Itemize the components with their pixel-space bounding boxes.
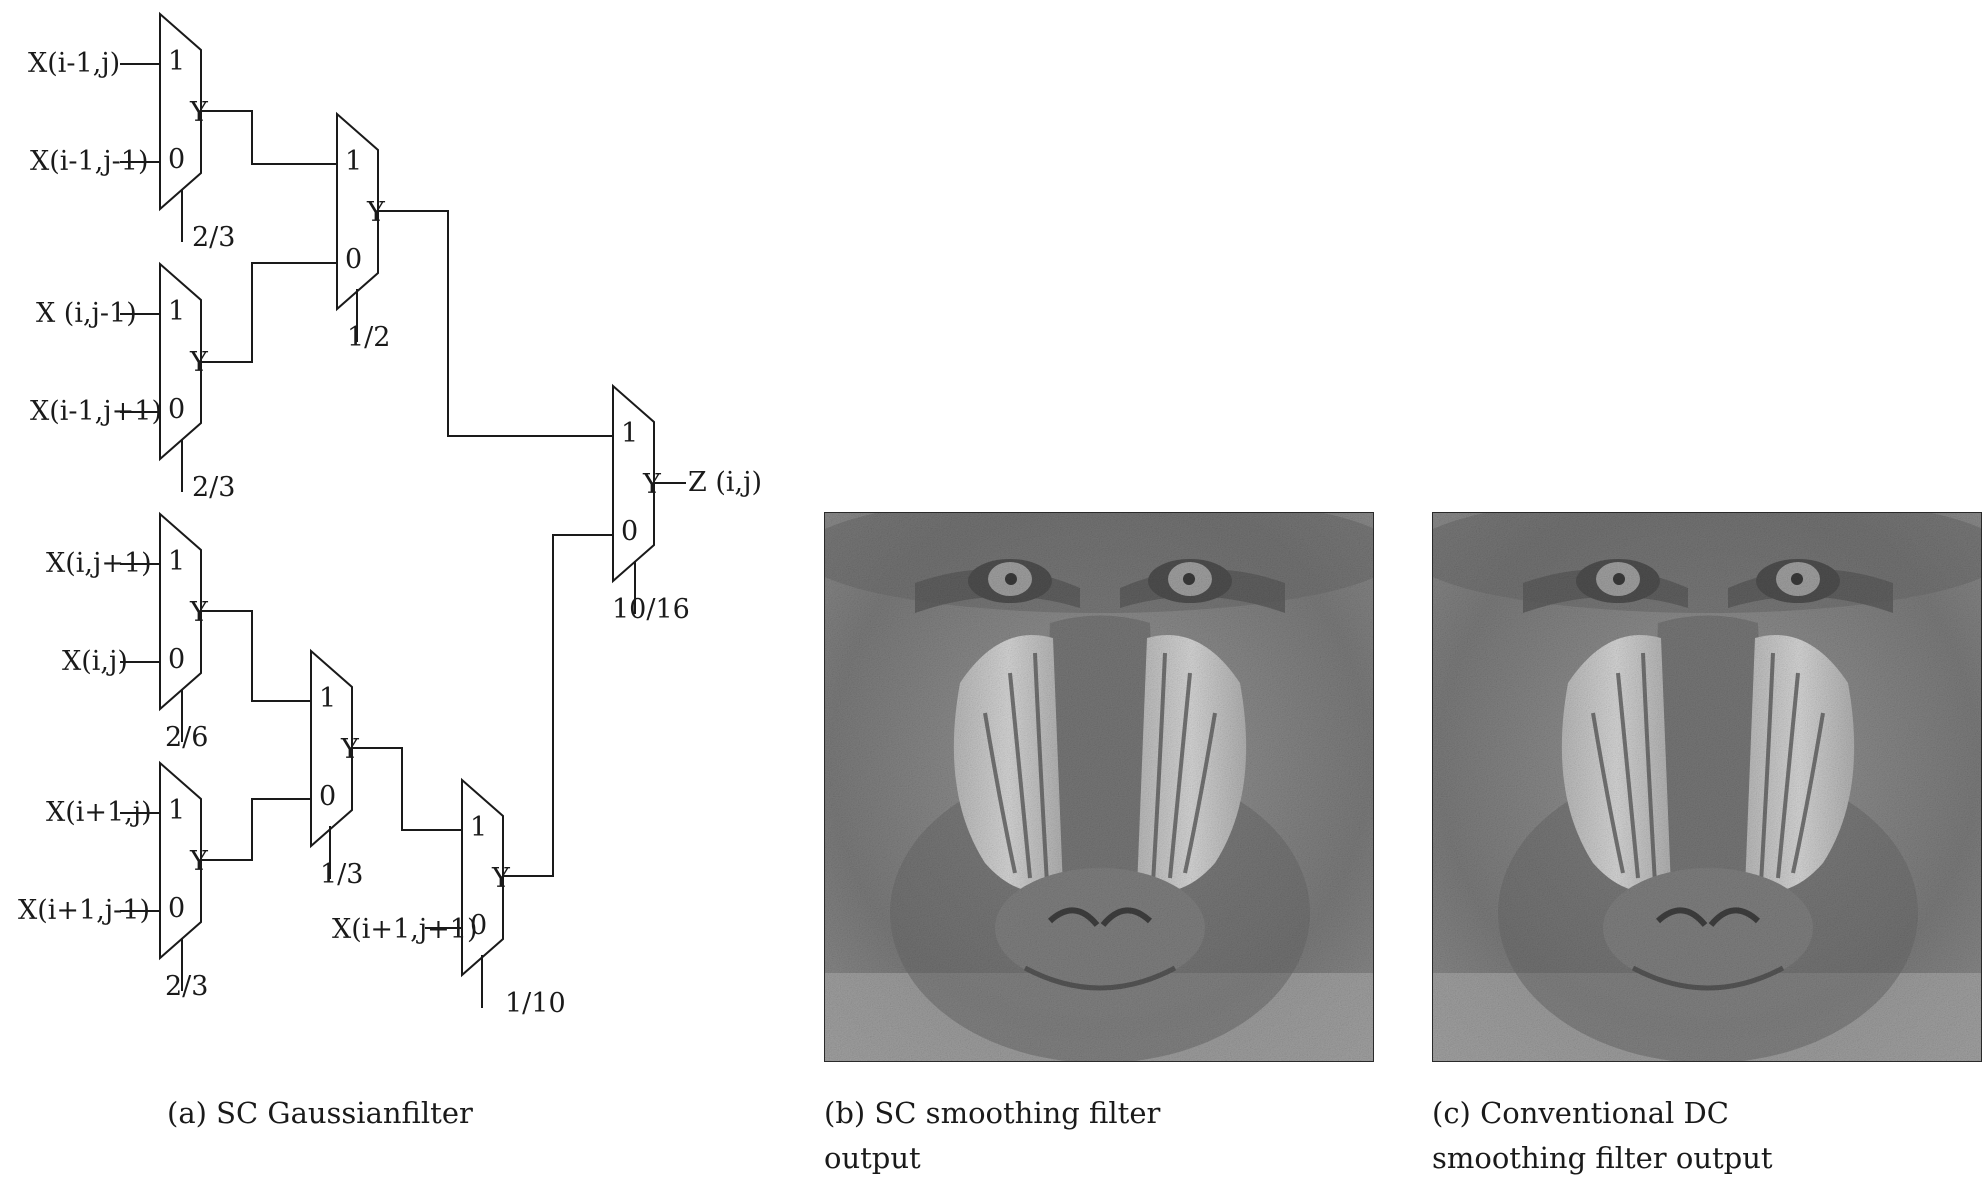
mux-m8: 1 0Y 10/16 Z (i,j) (612, 383, 762, 625)
wire-m7-to-m8 (503, 534, 613, 877)
mux-output-label: Y (340, 734, 360, 765)
caption-panel-a: (a) SC Gaussianfilter (167, 1096, 473, 1130)
mux-body (310, 648, 353, 849)
wire-m6-to-m7 (352, 747, 462, 831)
mux-output-label: Y (366, 197, 386, 228)
mux-input-1-label: 1 (621, 418, 638, 449)
mux-select-value: 1/2 (347, 322, 390, 353)
mux-input-0-label: 0 (621, 516, 638, 547)
mux-m3: 1 0Y 2/6 X(i,j+1) X(i,j) (46, 511, 209, 753)
mux-input-1-label: 1 (345, 146, 362, 177)
mux-body (159, 11, 202, 212)
mux-input-1-label: 1 (470, 812, 487, 843)
mux-m4: 1 0Y 2/3 X(i+1,j) X(i+1,j-1) (18, 760, 209, 1002)
mux-input-1-signal: X(i-1,j) (28, 48, 120, 79)
conventional-dc-smoothing-output-image (1432, 512, 1982, 1062)
mux-select-value: 2/3 (192, 222, 235, 253)
mux-input-0-label: 0 (168, 644, 185, 675)
caption-panel-c-line-1: (c) Conventional DC (1432, 1096, 1729, 1130)
mux-output-signal: Z (i,j) (688, 467, 762, 498)
mux-body (336, 111, 379, 312)
circuit-wires (202, 110, 686, 877)
mux-input-0-label: 0 (168, 893, 185, 924)
mux-input-0-signal: X(i+1,j-1) (18, 895, 150, 926)
mux-output-label: Y (189, 347, 209, 378)
mux-select-value: 2/6 (165, 722, 208, 753)
mux-select-value: 2/3 (192, 472, 235, 503)
mux-input-1-signal: X(i+1,j) (46, 797, 152, 828)
mandrill-face-image (825, 513, 1374, 1062)
mux-m5: 1 0Y 1/2 (336, 111, 390, 353)
mux-body (461, 777, 504, 978)
wire-m2-to-m5 (202, 262, 337, 363)
caption-panel-c: (c) Conventional DC smoothing filter out… (1432, 1091, 1773, 1181)
wire-m4-to-m6 (202, 798, 311, 861)
mux-body (612, 383, 655, 584)
mux-input-0-signal: X(i,j) (62, 646, 128, 677)
mux-input-1-label: 1 (319, 683, 336, 714)
mux-body (159, 261, 202, 462)
caption-panel-c-line-2: smoothing filter output (1432, 1141, 1773, 1175)
mux-input-1-label: 1 (168, 46, 185, 77)
mux-input-0-signal: X(i+1,j+1) (332, 914, 477, 945)
mux-input-0-signal: X(i-1,j-1) (30, 146, 148, 177)
mux-m2: 1 0Y 2/3 X (i,j-1) X(i-1,j+1) (30, 261, 235, 503)
mandrill-face-image (1433, 513, 1982, 1062)
caption-panel-b-line-2: output (824, 1141, 921, 1175)
mux-input-1-signal: X(i,j+1) (46, 548, 152, 579)
sc-smoothing-output-image (824, 512, 1374, 1062)
mux-output-label: Y (189, 597, 209, 628)
mux-output-label: Y (189, 846, 209, 877)
mux-output-label: Y (189, 97, 209, 128)
mux-input-0-label: 0 (319, 781, 336, 812)
mux-select-value: 2/3 (165, 971, 208, 1002)
wire-m3-to-m6 (202, 610, 311, 702)
mux-input-0-signal: X(i-1,j+1) (30, 396, 162, 427)
mux-input-0-label: 0 (470, 910, 487, 941)
mux-select-value: 10/16 (612, 594, 690, 625)
mux-m1: 1 0Y 2/3 X(i-1,j) X(i-1,j-1) (28, 11, 235, 253)
mux-select-value: 1/10 (505, 988, 566, 1019)
mux-input-1-signal: X (i,j-1) (36, 298, 137, 329)
mux-body (159, 511, 202, 712)
mux-m7: 1 0Y 1/10 X(i+1,j+1) (332, 777, 566, 1019)
wire-m1-to-m5 (202, 110, 337, 165)
wire-m5-to-m8 (378, 210, 613, 437)
mux-output-label: Y (491, 863, 511, 894)
caption-panel-b: (b) SC smoothing filter output (824, 1091, 1160, 1181)
mux-input-1-label: 1 (168, 546, 185, 577)
mux-input-1-label: 1 (168, 795, 185, 826)
mux-input-0-label: 0 (168, 144, 185, 175)
caption-panel-b-line-1: (b) SC smoothing filter (824, 1096, 1161, 1130)
mux-input-1-label: 1 (168, 296, 185, 327)
mux-body (159, 760, 202, 961)
mux-input-0-label: 0 (168, 394, 185, 425)
mux-m6: 1 0Y 1/3 (310, 648, 363, 890)
mux-select-value: 1/3 (320, 859, 363, 890)
mux-output-label: Y (642, 469, 662, 500)
mux-input-0-label: 0 (345, 244, 362, 275)
